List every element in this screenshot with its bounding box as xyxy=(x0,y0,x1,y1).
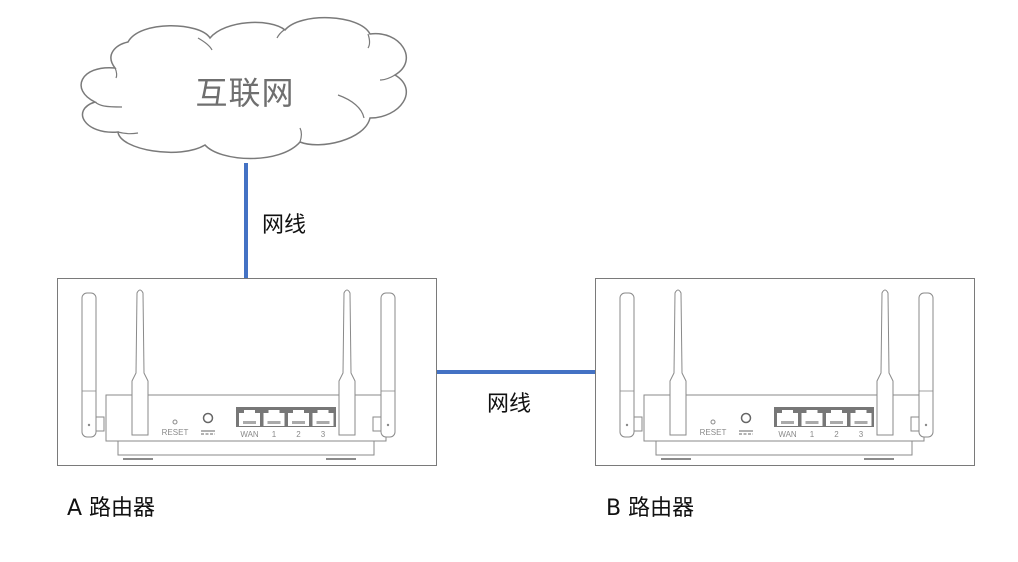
router-b-box: RESET WAN 1 2 3 xyxy=(595,278,975,466)
port-pins xyxy=(243,421,256,424)
port-pins xyxy=(781,421,794,424)
ethernet-port-panel xyxy=(236,407,336,427)
port-pins xyxy=(805,421,819,424)
ethernet-port-panel xyxy=(774,407,874,427)
antenna-outer-left xyxy=(619,292,635,438)
cable-label-internet-a: 网线 xyxy=(262,213,307,238)
antenna-inner-right xyxy=(338,289,356,436)
reset-label: RESET xyxy=(162,428,189,437)
cable-label-a-b: 网线 xyxy=(487,392,532,417)
router-a-label: A 路由器 xyxy=(67,496,156,521)
router-base xyxy=(655,440,913,456)
antenna-inner-right xyxy=(876,289,894,436)
port-pins xyxy=(292,421,305,424)
reset-label: RESET xyxy=(700,428,727,437)
router-b-label: B 路由器 xyxy=(606,496,695,521)
antenna-dot xyxy=(625,423,629,427)
port-label: WAN xyxy=(778,430,797,439)
antenna-outer-right xyxy=(380,292,396,438)
antenna-outer-right xyxy=(918,292,934,438)
router-base xyxy=(117,440,375,456)
reset-button-icon xyxy=(710,419,716,425)
antenna-dot xyxy=(924,423,928,427)
antenna-dot xyxy=(386,423,390,427)
antenna-dot xyxy=(87,423,91,427)
antenna-outer-left xyxy=(81,292,97,438)
antenna-hinge xyxy=(910,416,920,432)
router-b-illustration: RESET WAN 1 2 3 xyxy=(619,289,934,460)
power-jack-icon xyxy=(202,412,214,424)
port-label: 2 xyxy=(834,430,839,439)
port-label: WAN xyxy=(240,430,259,439)
antenna-inner-left xyxy=(669,289,687,436)
reset-button-icon xyxy=(172,419,178,425)
internet-cloud xyxy=(80,16,408,160)
port-pins xyxy=(267,421,281,424)
router-a-illustration: RESET WAN 1 2 3 xyxy=(81,289,396,460)
antenna-inner-left xyxy=(131,289,149,436)
port-label: 2 xyxy=(296,430,301,439)
antenna-hinge xyxy=(95,416,105,432)
router-a-box: RESET WAN 1 2 3 xyxy=(57,278,437,466)
antenna-hinge xyxy=(633,416,643,432)
antenna-hinge xyxy=(372,416,382,432)
power-jack-icon xyxy=(740,412,752,424)
port-label: 3 xyxy=(859,430,864,439)
port-pins xyxy=(854,421,868,424)
port-pins xyxy=(316,421,330,424)
port-pins xyxy=(830,421,843,424)
port-label: 3 xyxy=(321,430,326,439)
port-label: 1 xyxy=(810,430,815,439)
port-label: 1 xyxy=(272,430,277,439)
internet-label: 互联网 xyxy=(195,74,295,112)
